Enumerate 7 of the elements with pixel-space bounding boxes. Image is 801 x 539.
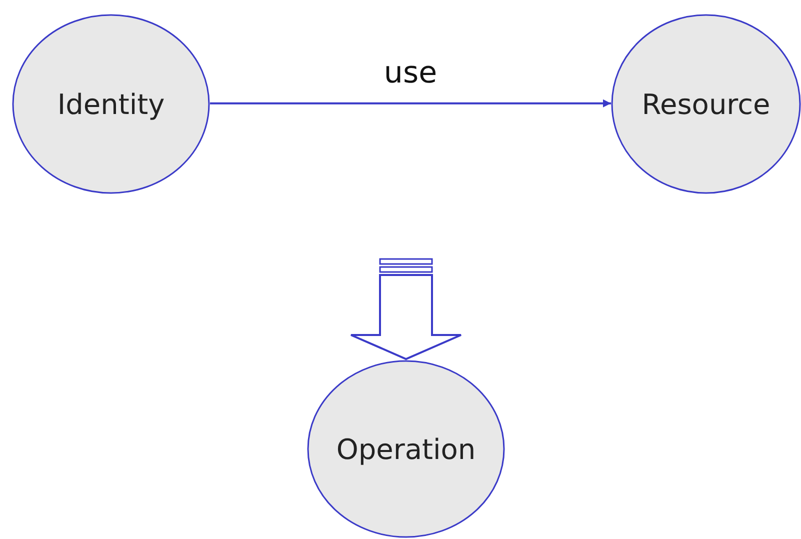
ellipse-node — [307, 360, 505, 538]
node-label: Operation — [336, 432, 476, 466]
node-label: Resource — [642, 88, 770, 120]
node-label: Identity — [57, 88, 165, 120]
ellipse-node — [12, 14, 210, 194]
arrow — [210, 99, 611, 108]
ellipse-node — [611, 14, 801, 194]
